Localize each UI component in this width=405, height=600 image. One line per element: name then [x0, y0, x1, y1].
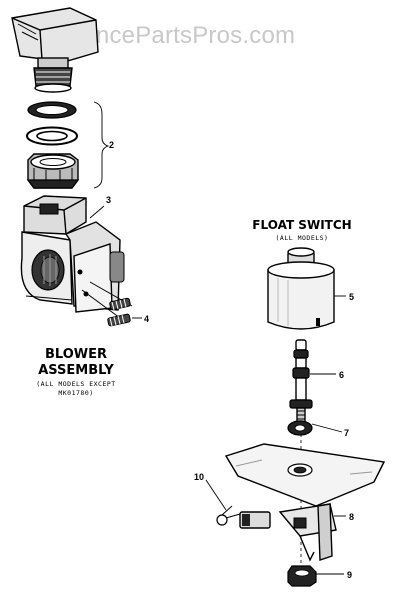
- callout-6: 6: [339, 370, 344, 380]
- callout-7-leader: [311, 423, 343, 433]
- float-switch-nut: [287, 565, 317, 587]
- blower-title-line1: BLOWER: [45, 347, 107, 362]
- callout-2-bracket: [93, 101, 110, 189]
- blower-washer-ring: [27, 101, 77, 119]
- callout-4: 4: [144, 314, 149, 324]
- blower-assembly-group: 2 3 4 BLOWER ASSEMBLY (ALL MODELS EXCEPT…: [11, 7, 149, 397]
- float-gasket: [287, 420, 313, 436]
- blower-note-line1: (ALL MODELS EXCEPT: [36, 380, 115, 388]
- callout-2: 2: [109, 140, 114, 150]
- switch-bracket: [278, 503, 337, 562]
- float-cylinder: [267, 247, 335, 330]
- float-switch-note: (ALL MODELS): [276, 234, 329, 242]
- blower-flat-washer: [26, 126, 78, 146]
- blower-note-line2: MK01780): [58, 389, 93, 397]
- blower-mounting-screws: [81, 281, 133, 327]
- blower-title-line2: ASSEMBLY: [38, 363, 114, 378]
- float-switch-group: FLOAT SWITCH (ALL MODELS) 5 6: [194, 218, 386, 587]
- blower-housing: [20, 195, 125, 313]
- callout-3: 3: [106, 195, 111, 205]
- float-stem: [289, 339, 313, 423]
- callout-10: 10: [194, 472, 204, 482]
- callout-10-leader: [205, 479, 227, 511]
- callout-8: 8: [349, 512, 354, 522]
- callout-5: 5: [349, 292, 354, 302]
- callout-7: 7: [344, 428, 349, 438]
- blower-elbow-duct: [11, 7, 99, 93]
- float-mounting-plate: [224, 443, 386, 507]
- float-switch-title: FLOAT SWITCH: [252, 218, 351, 232]
- callout-3-leader: [89, 205, 105, 219]
- micro-switch: [216, 505, 271, 529]
- callout-9: 9: [347, 570, 352, 580]
- blower-lock-nut: [26, 153, 80, 189]
